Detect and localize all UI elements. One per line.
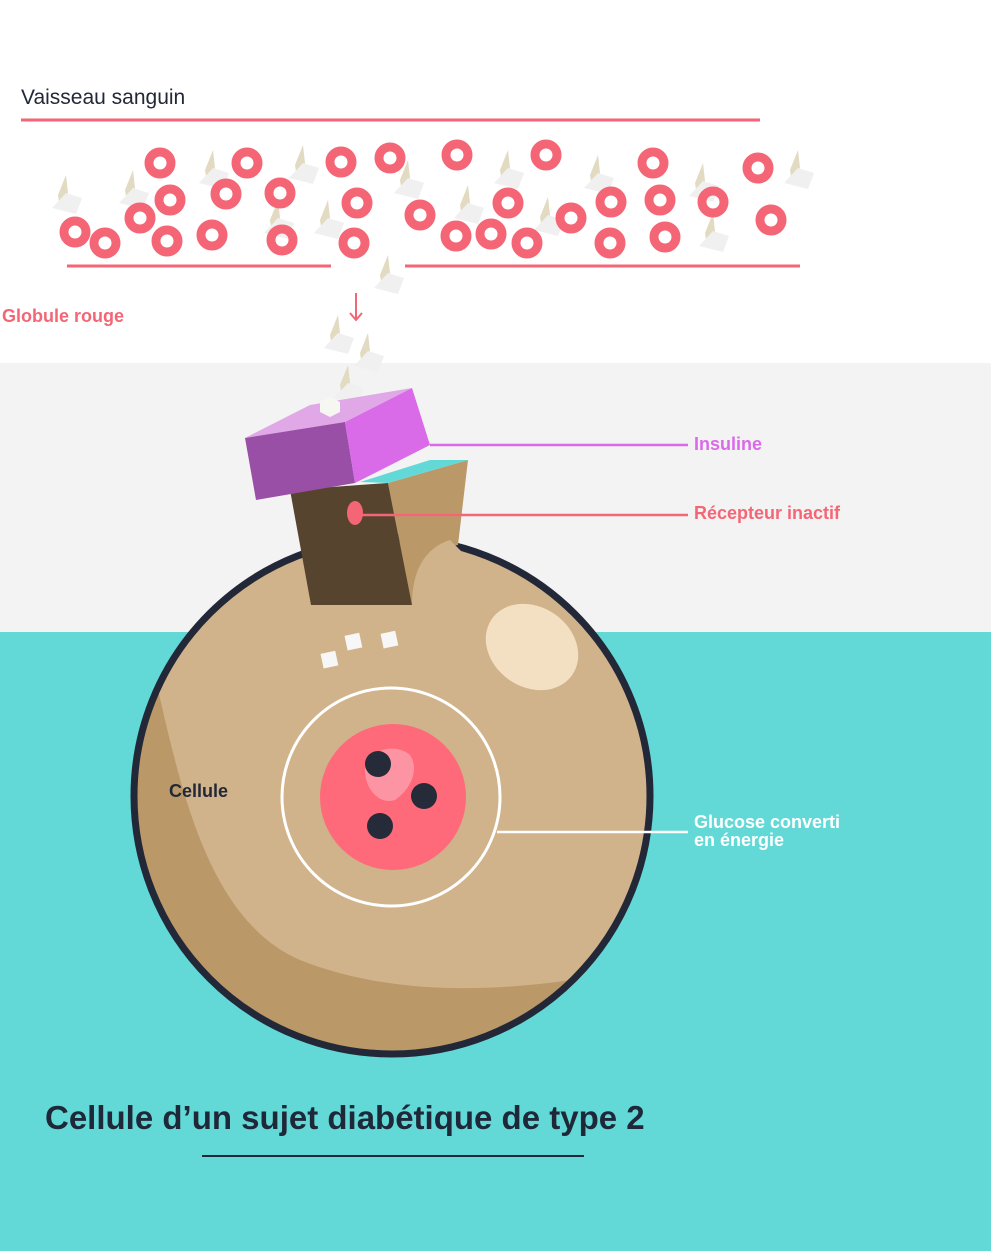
red-blood-cell — [511, 227, 543, 259]
red-blood-cells — [59, 139, 787, 259]
glucose-cube — [354, 333, 384, 372]
red-blood-cell — [144, 147, 176, 179]
glucose-cube — [784, 150, 814, 189]
glucose-label-line1: Glucose converti — [694, 812, 840, 832]
glucose-cube — [494, 150, 524, 189]
red-blood-cell — [475, 218, 507, 250]
red-blood-cell — [755, 204, 787, 236]
red-blood-cell — [441, 139, 473, 171]
insulin-label: Insuline — [694, 434, 762, 454]
glucose-cube — [289, 145, 319, 184]
red-blood-cell — [264, 177, 296, 209]
insulin-block — [245, 388, 430, 500]
red-cell-label: Globule rouge — [2, 306, 124, 326]
vessel-label: Vaisseau sanguin — [21, 86, 185, 109]
red-blood-cell — [530, 139, 562, 171]
red-blood-cell — [124, 202, 156, 234]
red-blood-cell — [594, 227, 626, 259]
red-blood-cell — [644, 184, 676, 216]
red-blood-cell — [555, 202, 587, 234]
inactive-receptor — [290, 460, 470, 610]
cell-highlight — [485, 603, 579, 691]
red-blood-cell — [151, 225, 183, 257]
red-blood-cell — [266, 224, 298, 256]
red-blood-cell — [404, 199, 436, 231]
glucose-cube — [454, 185, 484, 224]
glucose-cube — [374, 255, 404, 294]
red-blood-cell — [440, 220, 472, 252]
glucose-cube — [52, 175, 82, 214]
red-blood-cell — [196, 219, 228, 251]
glucose-cube — [699, 213, 729, 252]
glucose-cube — [324, 315, 354, 354]
red-blood-cell — [492, 187, 524, 219]
red-blood-cell — [637, 147, 669, 179]
red-blood-cell — [742, 152, 774, 184]
page-title: Cellule d’un sujet diabétique de type 2 — [45, 1099, 645, 1136]
red-blood-cell — [697, 186, 729, 218]
glucose-label-line2: en énergie — [694, 830, 784, 850]
red-blood-cell — [231, 147, 263, 179]
red-blood-cell — [374, 142, 406, 174]
red-blood-cell — [89, 227, 121, 259]
red-blood-cell — [210, 178, 242, 210]
glucose-cube — [314, 200, 344, 239]
red-blood-cell — [595, 186, 627, 218]
red-blood-cell — [325, 146, 357, 178]
down-arrow-icon — [349, 293, 363, 322]
cell-label: Cellule — [169, 781, 228, 801]
red-blood-cell — [59, 216, 91, 248]
red-blood-cell — [338, 227, 370, 259]
red-blood-cell — [649, 221, 681, 253]
red-blood-cell — [154, 184, 186, 216]
red-blood-cell — [341, 187, 373, 219]
receptor-label: Récepteur inactif — [694, 503, 841, 523]
receptor-site — [347, 501, 363, 525]
nucleus — [280, 686, 502, 908]
glucose-in-cell — [320, 630, 399, 669]
glucose-cube — [394, 160, 424, 199]
cell-shadow — [134, 600, 650, 1054]
